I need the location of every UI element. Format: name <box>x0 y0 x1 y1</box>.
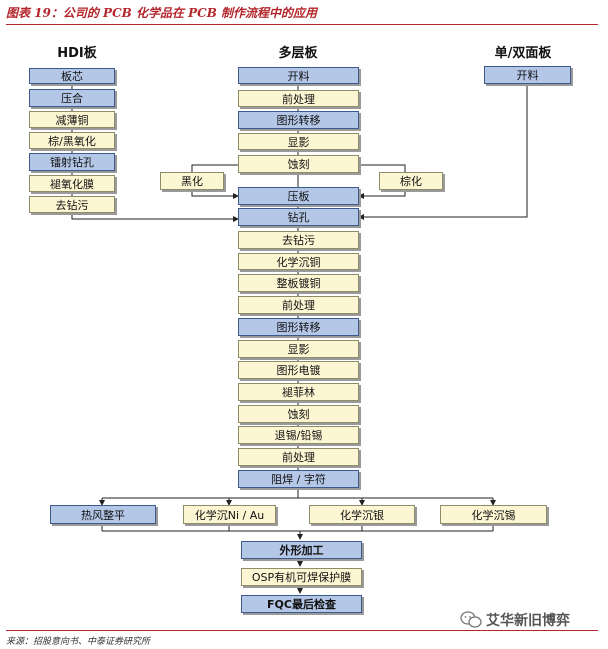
finish-immersion-tin: 化学沉锡 <box>440 505 547 524</box>
multi-step-drilling: 钻孔 <box>238 208 359 226</box>
single-step-cutting: 开料 <box>484 66 571 84</box>
multi-step-pressing: 压板 <box>238 187 359 205</box>
source-note: 来源：招股意向书、中泰证券研究所 <box>6 637 151 647</box>
multi-step-etching: 蚀刻 <box>238 155 359 173</box>
finish-hasl: 热风整平 <box>50 505 156 524</box>
multi-step-panel-plating: 整板镀铜 <box>238 274 359 292</box>
multi-step-pretreatment: 前处理 <box>238 90 359 107</box>
multi-step-etching-2: 蚀刻 <box>238 405 359 423</box>
multi-step-developing-2: 显影 <box>238 340 359 358</box>
title-divider <box>6 24 598 25</box>
multi-step-cutting: 开料 <box>238 67 359 84</box>
column-header-single-double: 单/双面板 <box>494 46 552 61</box>
hdi-step-core: 板芯 <box>29 68 115 84</box>
column-header-hdi: HDI板 <box>57 46 97 61</box>
hdi-step-oxide-removal: 褪氧化膜 <box>29 175 115 192</box>
wechat-icon <box>460 611 482 628</box>
finish-electroless-ni-au: 化学沉Ni / Au <box>183 505 276 524</box>
side-step-black-oxide: 黑化 <box>160 172 224 190</box>
multi-step-pattern-transfer: 图形转移 <box>238 111 359 129</box>
multi-step-pattern-transfer-2: 图形转移 <box>238 318 359 336</box>
source-divider <box>6 630 598 631</box>
multi-step-pretreatment-2: 前处理 <box>238 296 359 314</box>
multi-step-pretreatment-3: 前处理 <box>238 448 359 466</box>
hdi-step-lamination: 压合 <box>29 89 115 107</box>
hdi-step-laser-drilling: 镭射钻孔 <box>29 153 115 171</box>
finish-immersion-silver: 化学沉银 <box>309 505 415 524</box>
watermark: 艾华新旧博弈 <box>460 610 570 630</box>
column-header-multilayer: 多层板 <box>278 46 318 61</box>
side-step-brown-oxide: 棕化 <box>379 172 443 190</box>
multi-step-tin-stripping: 退锡/铅锡 <box>238 426 359 444</box>
multi-step-electroless-copper: 化学沉铜 <box>238 253 359 270</box>
multi-step-developing: 显影 <box>238 133 359 150</box>
watermark-text: 艾华新旧博弈 <box>486 613 570 629</box>
multi-step-solder-mask: 阻焊 / 字符 <box>238 470 359 488</box>
final-step-profiling: 外形加工 <box>241 541 362 559</box>
hdi-step-desmear: 去钻污 <box>29 196 115 213</box>
hdi-step-copper-thinning: 减薄铜 <box>29 111 115 128</box>
hdi-step-oxidation: 棕/黑氧化 <box>29 132 115 149</box>
final-step-fqc: FQC最后检查 <box>241 595 362 613</box>
multi-step-desmear: 去钻污 <box>238 231 359 249</box>
multi-step-film-stripping: 褪菲林 <box>238 383 359 401</box>
figure-title: 图表 19：公司的 PCB 化学品在 PCB 制作流程中的应用 <box>6 6 318 20</box>
final-step-osp: OSP有机可焊保护膜 <box>241 568 362 586</box>
multi-step-pattern-plating: 图形电镀 <box>238 361 359 379</box>
